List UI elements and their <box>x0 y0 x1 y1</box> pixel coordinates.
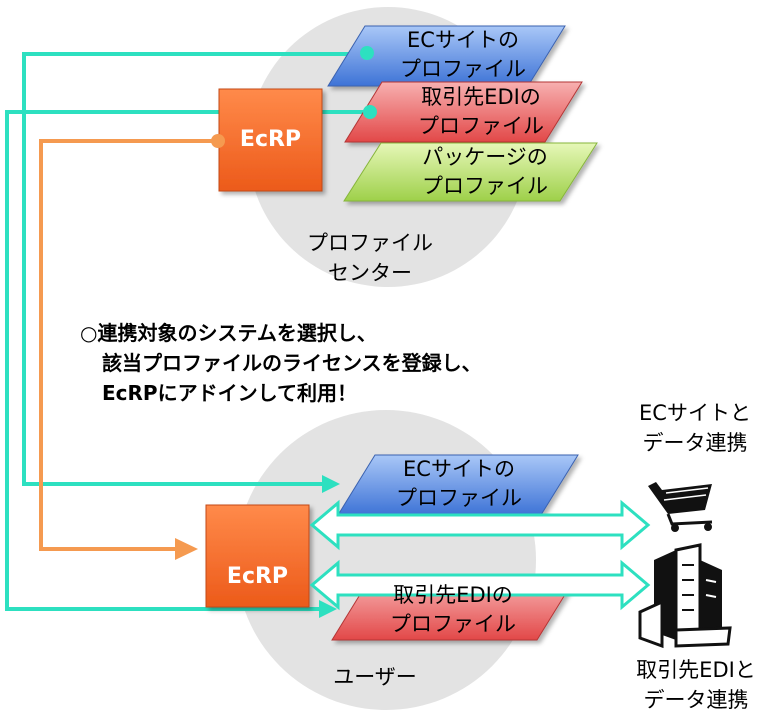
profile-center-label: プロファイル センター <box>280 228 460 288</box>
orange-connector <box>39 139 218 551</box>
instruction-note: ○連携対象のシステムを選択し、 該当プロファイルのライセンスを登録し、 EcRP… <box>80 318 482 408</box>
ecrp-label-user: EcRP <box>226 564 289 589</box>
note-line3: EcRPにアドインして利用！ <box>102 381 357 405</box>
card-ec-profile-top-label: ECサイトの プロファイル <box>378 26 548 84</box>
note-line2: 該当プロファイルのライセンスを登録し、 <box>102 351 482 375</box>
ec-integration-line2: データ連携 <box>642 431 748 455</box>
card-line: 取引先EDIの <box>421 85 541 109</box>
card-line: ECサイトの <box>407 28 519 52</box>
building-icon <box>638 543 732 649</box>
edi-integration-line2: データ連携 <box>643 688 749 712</box>
note-line1: ○連携対象のシステムを選択し、 <box>80 321 377 345</box>
card-line: プロファイル <box>418 114 544 138</box>
teal-dot-ec <box>360 46 374 60</box>
card-line: プロファイル <box>390 612 516 636</box>
ecrp-box-top <box>218 88 323 192</box>
ecrp-label-top: EcRP <box>239 127 302 152</box>
teal-arrowhead-edi <box>319 600 337 618</box>
card-edi-profile-top-label: 取引先EDIの プロファイル <box>396 83 566 141</box>
ecrp-box-user <box>205 504 310 608</box>
card-edi-profile-top <box>344 81 583 143</box>
card-package-profile-top-label: パッケージの プロファイル <box>390 143 580 201</box>
card-line: パッケージの <box>422 145 548 169</box>
card-line: プロファイル <box>400 57 526 81</box>
profile-center-label-line1: プロファイル <box>307 231 433 255</box>
ec-integration-label: ECサイトと データ連携 <box>620 398 770 458</box>
teal-dot-edi <box>363 105 377 119</box>
user-label: ユーザー <box>333 665 417 689</box>
edi-integration-line1: 取引先EDIと <box>636 658 756 682</box>
double-arrow-edi <box>309 559 651 611</box>
teal-arrowhead-ec <box>322 475 340 493</box>
shopping-cart-icon <box>648 482 713 532</box>
card-line: ECサイトの <box>403 457 515 481</box>
edi-integration-label: 取引先EDIと データ連携 <box>616 655 776 715</box>
ec-integration-line1: ECサイトと <box>639 401 751 425</box>
card-line: 取引先EDIの <box>393 583 513 607</box>
teal-connector-edi <box>5 110 370 611</box>
teal-connector-ec <box>22 52 368 486</box>
orange-dot <box>211 134 225 148</box>
card-ec-profile-user-label: ECサイトの プロファイル <box>374 455 544 513</box>
card-line: プロファイル <box>422 174 548 198</box>
card-package-profile-top <box>343 142 598 202</box>
card-line: プロファイル <box>396 486 522 510</box>
double-arrow-ec <box>309 499 651 551</box>
orange-arrowhead <box>175 538 198 560</box>
card-edi-profile-user-label: 取引先EDIの プロファイル <box>368 581 538 639</box>
profile-center-label-line2: センター <box>328 261 412 285</box>
